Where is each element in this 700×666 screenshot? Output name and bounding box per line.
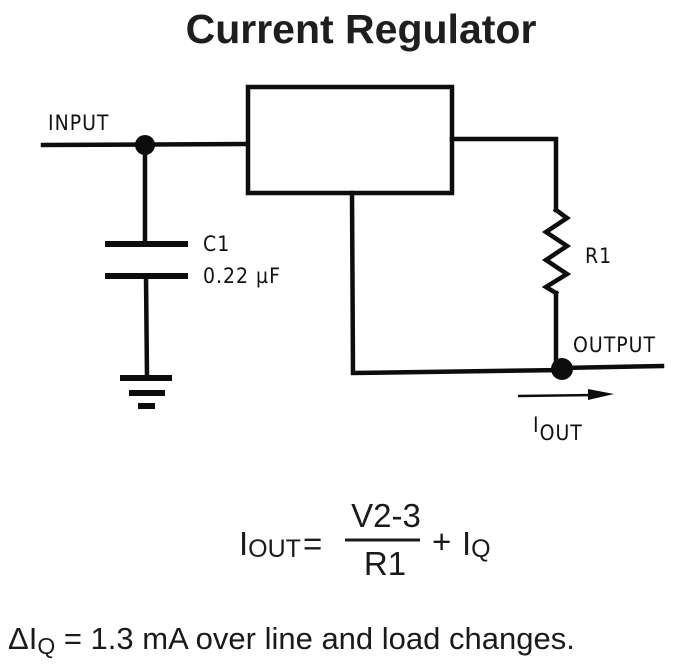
current-arrow-shaft bbox=[517, 393, 596, 398]
output-wire bbox=[559, 363, 665, 371]
iout-equation: IOUT = V2-3 R1 + IQ bbox=[239, 497, 491, 582]
equation-rhs-main: I bbox=[462, 525, 471, 562]
diagram-title: Current Regulator bbox=[186, 6, 537, 52]
iout-arrow-label-main: I bbox=[533, 413, 540, 437]
equation-equals: = bbox=[303, 525, 322, 562]
regulator-output-wire bbox=[449, 136, 559, 213]
input-label: INPUT bbox=[48, 111, 109, 135]
output-label: OUTPUT bbox=[573, 333, 656, 357]
equation-lhs-main: I bbox=[239, 525, 248, 562]
resistor-r1-label: R1 bbox=[585, 244, 612, 268]
iout-arrow-label-sub: OUT bbox=[540, 421, 583, 445]
equation-lhs: IOUT bbox=[239, 525, 301, 563]
note-text: = 1.3 mA over line and load changes. bbox=[55, 621, 575, 656]
input-junction-dot bbox=[135, 135, 155, 155]
quiescent-current-note: ΔIQ = 1.3 mA over line and load changes. bbox=[8, 621, 575, 659]
capacitor-c1-value: 0.22 µF bbox=[203, 264, 281, 288]
ground-icon bbox=[120, 375, 172, 409]
equation-numerator: V2-3 bbox=[351, 497, 421, 534]
equation-plus: + bbox=[432, 523, 451, 560]
iout-arrow-label: IOUT bbox=[533, 413, 583, 445]
equation-lhs-sub: OUT bbox=[248, 535, 301, 563]
note-sub: Q bbox=[37, 633, 55, 659]
equation-denominator: R1 bbox=[364, 545, 406, 582]
adjust-feedback-wire bbox=[349, 190, 565, 376]
equation-rhs: IQ bbox=[462, 525, 491, 563]
equation-rhs-sub: Q bbox=[471, 535, 490, 563]
note-delta: ΔI bbox=[8, 621, 37, 656]
capacitor-c1-label: C1 bbox=[203, 232, 230, 256]
capacitor-lower-wire bbox=[143, 273, 150, 381]
resistor-r1 bbox=[541, 206, 572, 297]
current-arrow-head-icon bbox=[588, 389, 614, 400]
regulator-ic-box bbox=[245, 84, 455, 196]
